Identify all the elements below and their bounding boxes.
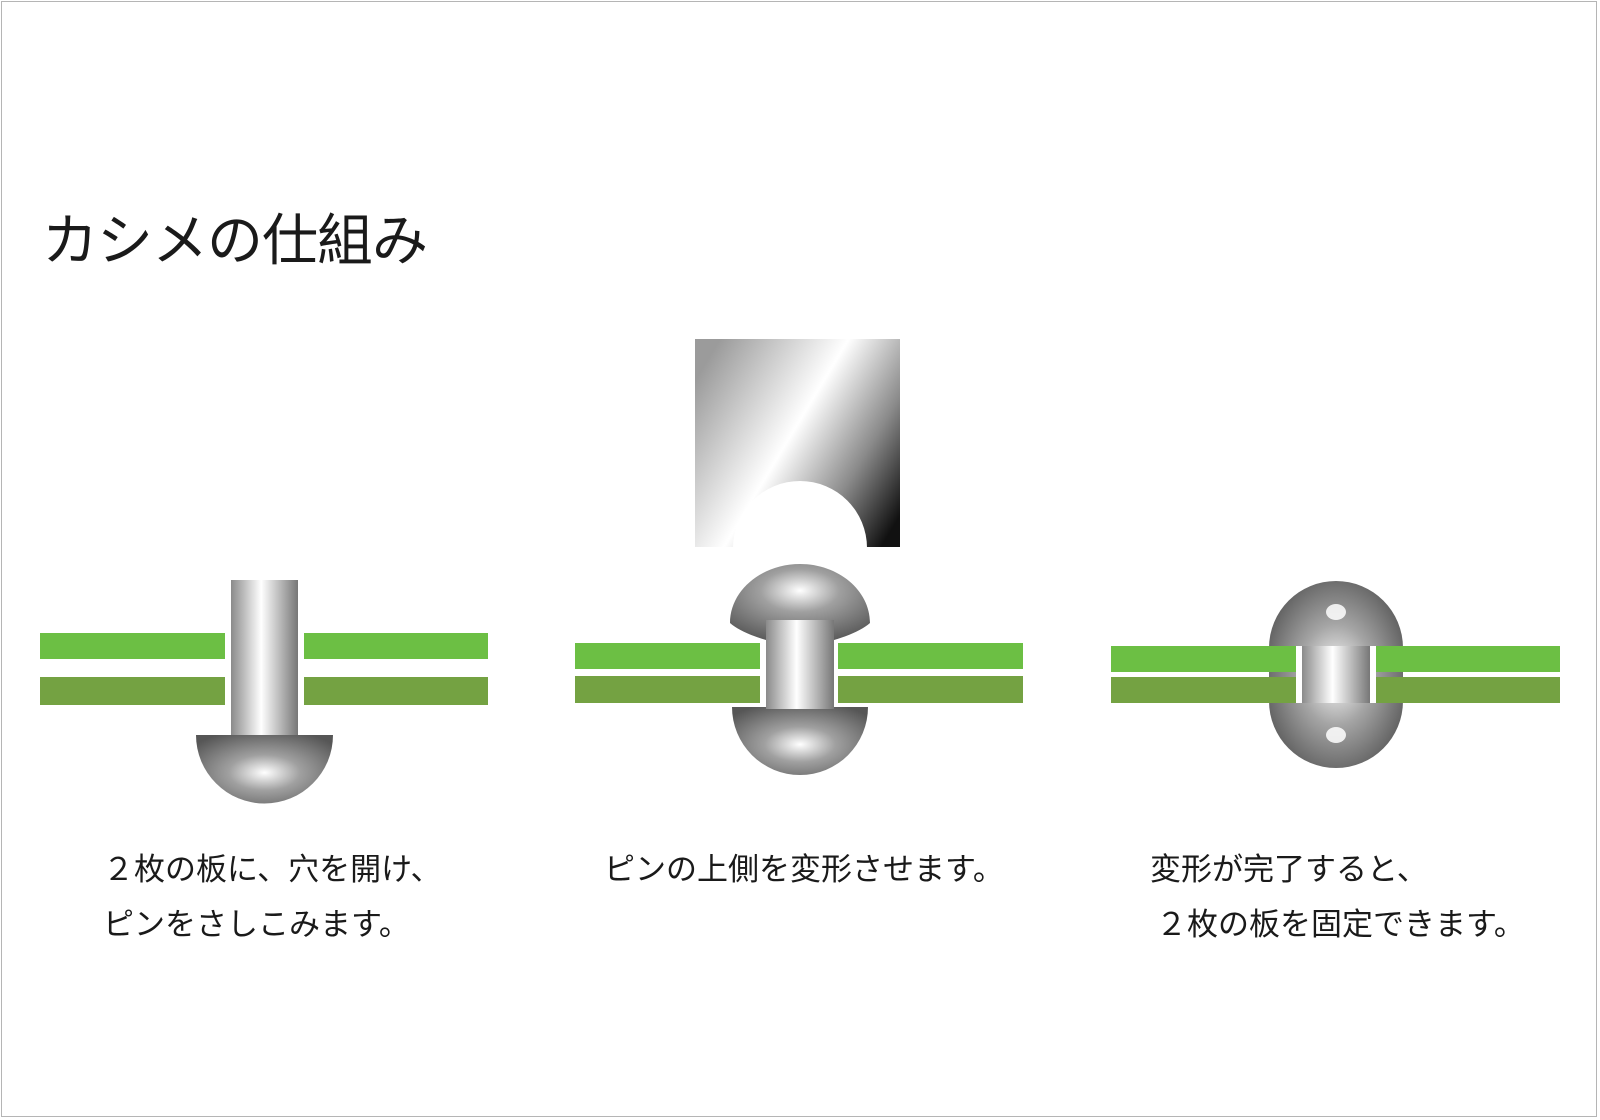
step-3-caption-line-2: ２枚の板を固定できます。 (1156, 907, 1525, 943)
step-2-caption: ピンの上側を変形させます。 (604, 843, 1004, 898)
step3-pin-shaft (1302, 646, 1370, 703)
step1-lower-plate-left (40, 677, 225, 705)
step-1-caption-line-2: ピンをさしこみます。 (103, 907, 410, 943)
step-3-caption-line-1: 変形が完了すると、 (1150, 852, 1428, 888)
step2-upper-head (730, 564, 870, 640)
step2-lower-plate-right (838, 676, 1023, 703)
step-2-caption-line-1: ピンの上側を変形させます。 (604, 852, 1004, 888)
step-3-illustration (1111, 581, 1560, 768)
step2-upper-plate-right (838, 643, 1023, 669)
step2-lower-plate-left (575, 676, 760, 703)
step1-upper-plate-right (304, 633, 488, 659)
step-1-caption-line-1: ２枚の板に、穴を開け、 (103, 852, 442, 888)
step1-upper-plate-left (40, 633, 225, 659)
step2-lower-head (732, 707, 868, 775)
step-3-caption: 変形が完了すると、 ２枚の板を固定できます。 (1150, 843, 1525, 953)
step-2-illustration (575, 339, 1023, 775)
step3-upper-plate-left (1111, 646, 1296, 672)
step3-lower-plate-right (1376, 677, 1560, 703)
step2-press-tool (695, 339, 905, 549)
step2-pin-shaft (766, 620, 834, 709)
step-1-illustration (40, 580, 488, 804)
page-title: カシメの仕組み (42, 209, 428, 274)
step-1-caption: ２枚の板に、穴を開け、 ピンをさしこみます。 (103, 843, 442, 953)
step3-lower-plate-left (1111, 677, 1296, 703)
step3-upper-plate-right (1376, 646, 1560, 672)
step2-upper-plate-left (575, 643, 760, 669)
step1-lower-plate-right (304, 677, 488, 705)
step1-pin-head (196, 735, 333, 804)
step1-pin-shaft (231, 580, 298, 735)
